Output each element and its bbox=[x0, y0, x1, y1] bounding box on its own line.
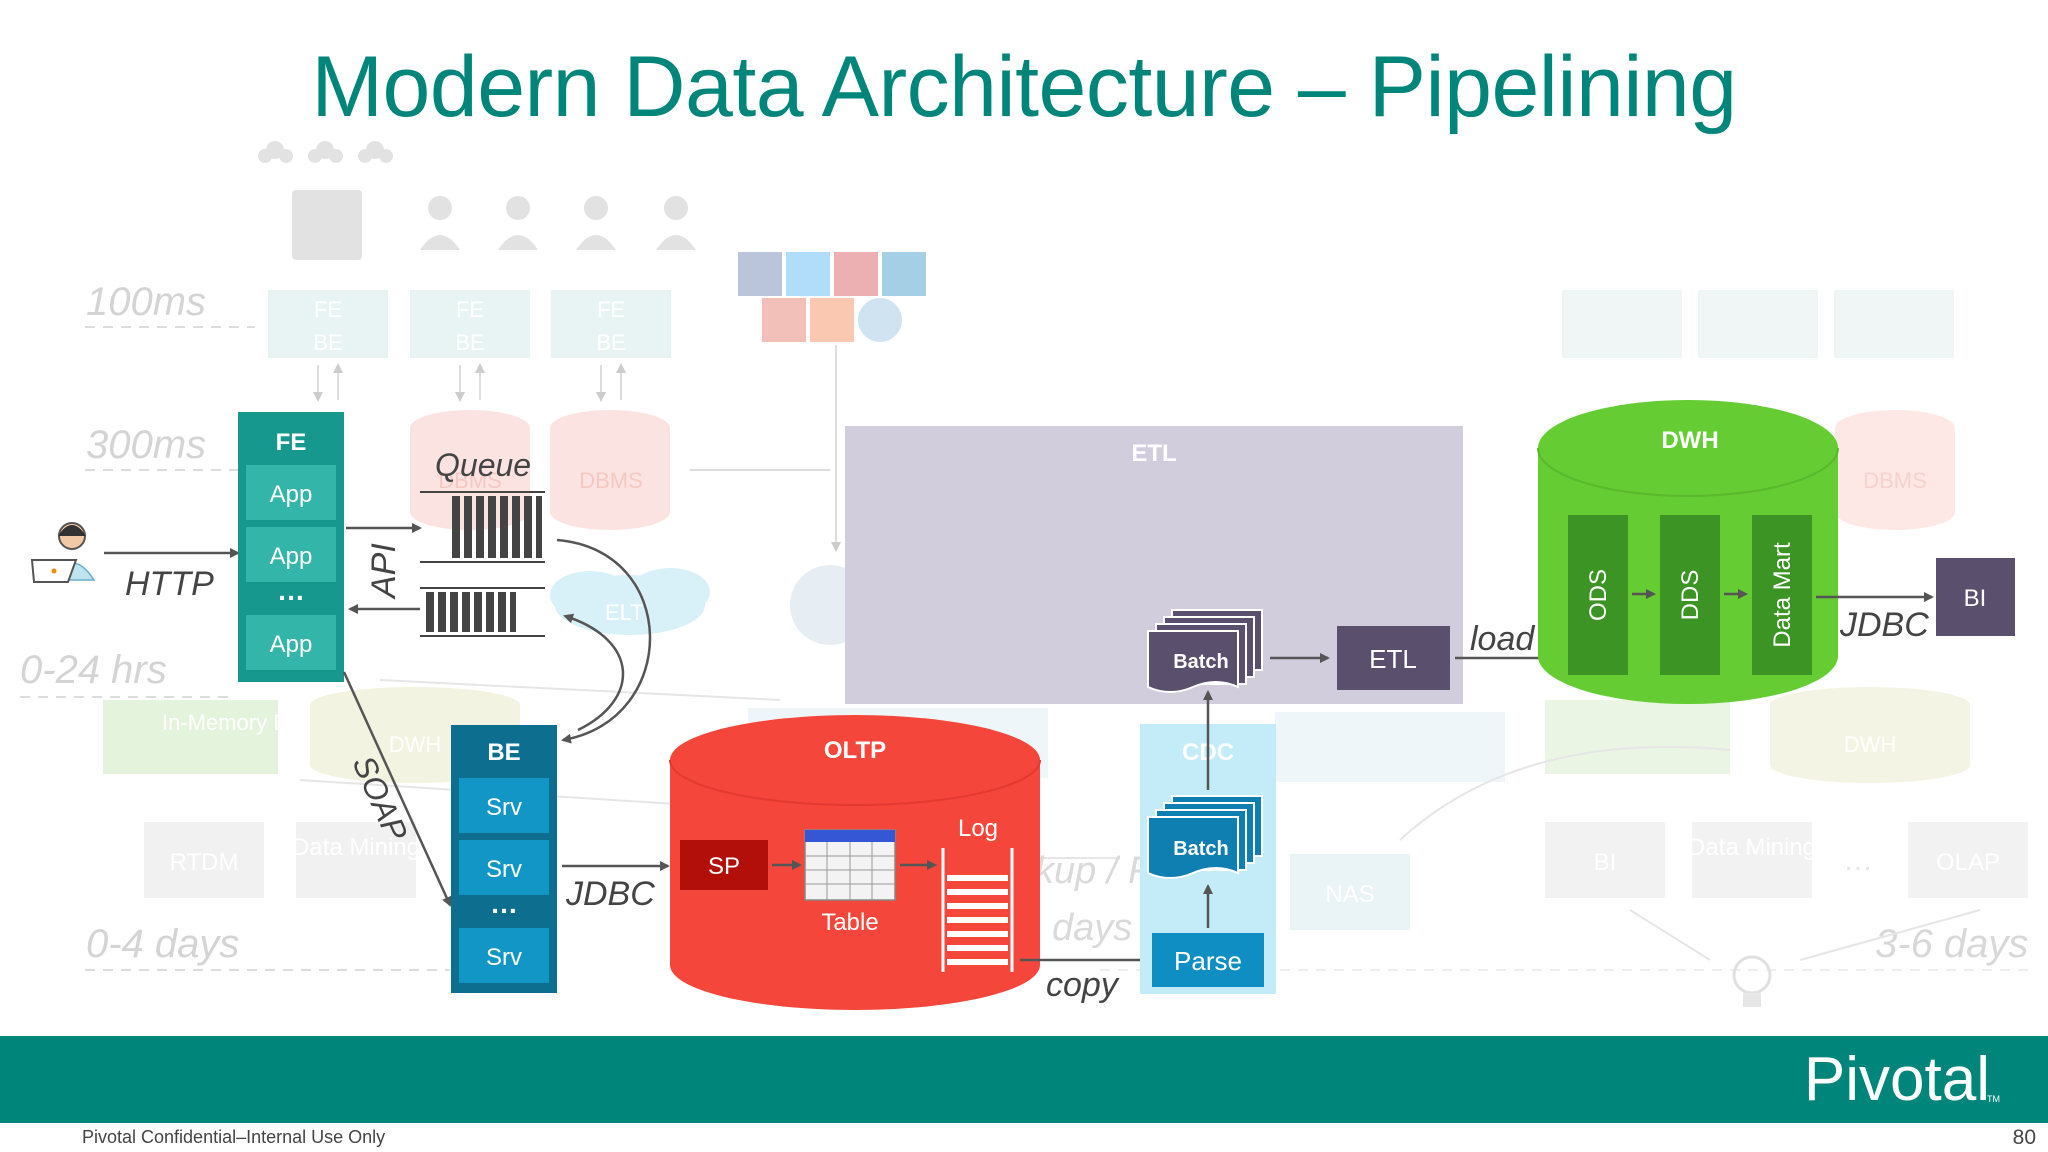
bg-rtdm-label: RTDM bbox=[170, 849, 239, 876]
bg-days-fragment: days bbox=[1052, 907, 1132, 949]
queue-label: Queue bbox=[435, 447, 531, 483]
cdc-batch-icon bbox=[1147, 816, 1239, 879]
be-srv: Srv bbox=[486, 944, 522, 971]
slide-title: Modern Data Architecture – Pipelining bbox=[311, 39, 1737, 135]
jdbc-bi-label: JDBC bbox=[1839, 606, 1929, 644]
fe-app: App bbox=[270, 543, 313, 570]
be-srv: Srv bbox=[486, 856, 522, 883]
latency-0-4days: 0-4 days bbox=[86, 922, 239, 966]
etl-batch-label: Batch bbox=[1173, 651, 1229, 673]
be-dots: … bbox=[490, 888, 518, 919]
dwh-title: DWH bbox=[1661, 427, 1718, 454]
fe-dots: … bbox=[277, 575, 305, 606]
bg-fe-label: FE bbox=[456, 297, 484, 322]
dwh-col-datamart: Data Mart bbox=[1769, 542, 1796, 648]
etl-panel: ETL Batch ETL bbox=[845, 426, 1463, 704]
page-number: 80 bbox=[2012, 1126, 2036, 1149]
latency-300ms: 300ms bbox=[86, 423, 206, 467]
be-to-queue-arrow bbox=[563, 613, 625, 732]
confidential-notice: Pivotal Confidential–Internal Use Only bbox=[82, 1127, 386, 1147]
pipeline-diagram: 100ms 300ms 0-24 hrs 0-4 days 3-6 days bbox=[20, 141, 2030, 1010]
bg-olap-label: OLAP bbox=[1936, 849, 2000, 876]
fe-title: FE bbox=[276, 429, 307, 456]
bg-be-label: BE bbox=[596, 330, 625, 355]
social-icons bbox=[738, 252, 926, 342]
footer-band bbox=[0, 1036, 2048, 1123]
bg-dwh-label: DWH bbox=[1844, 732, 1897, 757]
http-label: HTTP bbox=[125, 565, 214, 603]
log-icon bbox=[941, 848, 1014, 972]
bg-datamining-label: Data Mining bbox=[292, 834, 420, 861]
bg-backup-fragment: kup / F bbox=[1035, 850, 1153, 892]
table-label: Table bbox=[821, 909, 878, 936]
parse-label: Parse bbox=[1174, 946, 1242, 976]
latency-100ms: 100ms bbox=[86, 280, 206, 324]
bg-dbms-label: DBMS bbox=[1863, 468, 1927, 493]
sp-label: SP bbox=[708, 853, 740, 880]
oltp-title: OLTP bbox=[824, 737, 886, 764]
bg-dbms-label: DBMS bbox=[579, 468, 643, 493]
fe-app: App bbox=[270, 481, 313, 508]
nas-label: NAS bbox=[1325, 881, 1374, 908]
be-title: BE bbox=[487, 739, 520, 766]
latency-3-6days: 3-6 days bbox=[1875, 922, 2028, 966]
bg-fe-label: FE bbox=[597, 297, 625, 322]
latency-0-24hrs: 0-24 hrs bbox=[20, 648, 167, 692]
copy-label: copy bbox=[1046, 966, 1120, 1004]
jdbc-label: JDBC bbox=[565, 875, 655, 913]
log-label: Log bbox=[958, 815, 998, 842]
bg-be-label: BE bbox=[455, 330, 484, 355]
bg-dwh-label: DWH bbox=[389, 732, 442, 757]
bg-bottom-boxes: RTDM Data Mining BI Data Mining … OLAP bbox=[144, 822, 2028, 1007]
etl-box-label: ETL bbox=[1369, 644, 1417, 674]
dwh-col-dds: DDS bbox=[1677, 570, 1704, 621]
cdc-batch-label: Batch bbox=[1173, 838, 1229, 860]
oltp-cylinder: OLTP SP Table Log bbox=[669, 715, 1041, 1010]
user-icon bbox=[30, 522, 96, 583]
etl-batch-icon bbox=[1147, 630, 1239, 693]
bi-box bbox=[1936, 558, 2015, 636]
be-block: BE Srv Srv … Srv bbox=[451, 725, 557, 993]
bg-arrows bbox=[313, 345, 841, 552]
bg-fe-be-boxes: FE BE FE BE FE BE bbox=[268, 290, 1954, 358]
bi-label: BI bbox=[1964, 585, 1987, 612]
bg-datamining-label: Data Mining bbox=[1688, 834, 1816, 861]
trademark-mark: TM bbox=[1987, 1094, 2000, 1104]
dwh-col-ods: ODS bbox=[1585, 569, 1612, 621]
bg-be-label: BE bbox=[313, 330, 342, 355]
queue-icon bbox=[420, 491, 545, 637]
bg-elt-label: ELT bbox=[605, 600, 644, 625]
queue-to-be-arrow bbox=[556, 538, 652, 744]
bg-bi-label: BI bbox=[1594, 849, 1617, 876]
people-icons bbox=[258, 141, 696, 260]
dwh-cylinder: DWH ODS DDS Data Mart bbox=[1537, 400, 1839, 704]
soap-arrow bbox=[342, 671, 452, 907]
fe-block: FE App App … App bbox=[238, 412, 344, 682]
bg-ellipsis: … bbox=[1843, 844, 1873, 877]
be-srv: Srv bbox=[486, 794, 522, 821]
bg-dbms-label: DBMS bbox=[438, 468, 502, 493]
cdc-panel: CDC Batch Parse bbox=[1140, 724, 1276, 994]
bg-fe-label: FE bbox=[314, 297, 342, 322]
nas-box bbox=[1290, 854, 1410, 930]
fe-app: App bbox=[270, 631, 313, 658]
api-label: API bbox=[365, 543, 403, 600]
etl-panel-title: ETL bbox=[1131, 440, 1176, 467]
pivotal-logo: Pivotal bbox=[1803, 1045, 1990, 1114]
load-label: load bbox=[1470, 620, 1535, 658]
